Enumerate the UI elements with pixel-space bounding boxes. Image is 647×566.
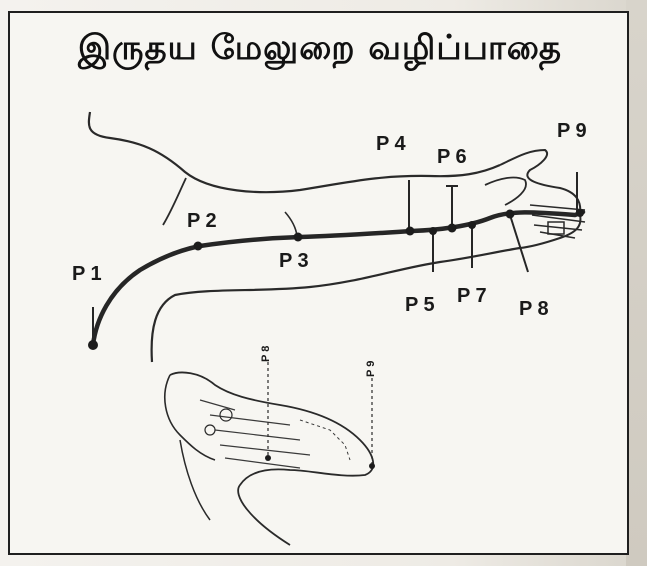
label-p9: P 9: [557, 120, 587, 143]
label-p7: P 7: [457, 285, 487, 308]
label-p6: P 6: [437, 146, 467, 169]
point-p3: [294, 233, 303, 242]
point-p1: [88, 340, 98, 350]
label-p4: P 4: [376, 133, 406, 156]
label-p8: P 8: [519, 298, 549, 321]
point-p8: [506, 210, 515, 219]
meridian-line: [93, 212, 583, 345]
inset-label-p9: P 9: [365, 361, 377, 377]
point-p2: [194, 242, 203, 251]
p8-leader: [510, 215, 528, 272]
point-p4: [406, 227, 415, 236]
label-p5: P 5: [405, 294, 435, 317]
hand-inset-drawing: [165, 362, 375, 545]
thumb-outline: [485, 178, 526, 205]
label-p2: P 2: [187, 210, 217, 233]
inset-label-p8: P 8: [260, 346, 272, 362]
point-p6: [448, 224, 457, 233]
label-p3: P 3: [279, 250, 309, 273]
point-p5: [429, 227, 437, 235]
forearm-crease: [285, 212, 297, 236]
label-p1: P 1: [72, 263, 102, 286]
elbow-crease: [163, 178, 186, 225]
point-p9: [576, 209, 584, 217]
hand-outline: [500, 150, 580, 248]
point-p7: [468, 221, 476, 229]
